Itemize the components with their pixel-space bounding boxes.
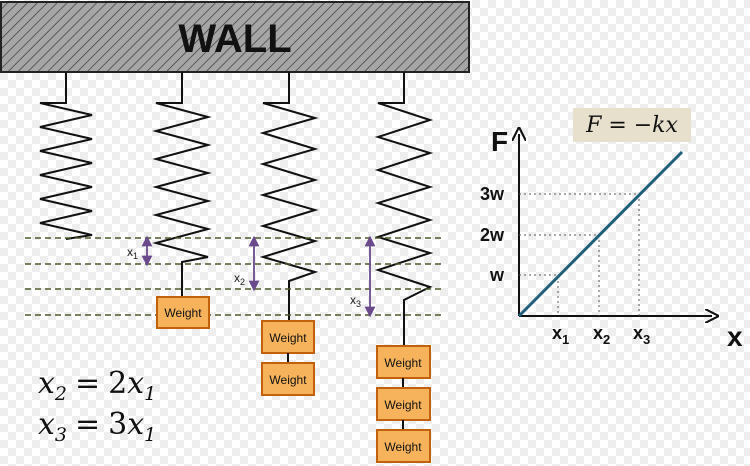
force-displacement-graph: F = −kx F x w 2w 3w x1 x2 x3 xyxy=(480,108,743,352)
wall: WALL xyxy=(0,1,470,73)
x-tick-x2: x2 xyxy=(593,323,610,347)
weight-label: Weight xyxy=(384,398,422,412)
weight-label: Weight xyxy=(269,373,307,387)
equation-x2: x2=2x1 xyxy=(38,366,156,405)
guide-x1 xyxy=(519,274,559,316)
formula-box xyxy=(573,108,691,142)
equation-x3: x3=3x1 xyxy=(38,407,156,446)
x-tick-x1: x1 xyxy=(552,323,569,347)
spring-2 xyxy=(152,72,212,297)
weight-label: Weight xyxy=(164,306,202,320)
weight-block-2: Weight xyxy=(261,320,315,354)
weight-label: Weight xyxy=(384,440,422,454)
displacement-label-x2: x2 xyxy=(234,271,245,287)
y-tick-2w: 2w xyxy=(480,225,505,245)
force-line xyxy=(517,150,684,318)
y-axis-label: F xyxy=(491,126,508,157)
displacement-label-x3: x3 xyxy=(350,293,361,309)
wall-label: WALL xyxy=(178,17,291,61)
weight-block-4: Weight xyxy=(376,345,431,379)
x-axis-label: x xyxy=(727,321,743,352)
spring-3 xyxy=(259,72,319,321)
weight-block-1: Weight xyxy=(156,296,210,329)
hooke-formula: F = −kx xyxy=(585,113,678,138)
spring-1 xyxy=(39,72,93,240)
displacement-label-x1: x1 xyxy=(127,245,138,261)
weight-label: Weight xyxy=(384,356,422,370)
spring-4 xyxy=(374,72,434,346)
y-tick-w: w xyxy=(489,265,505,285)
y-tick-3w: 3w xyxy=(480,184,505,204)
weight-block-3: Weight xyxy=(261,362,315,396)
weight-label: Weight xyxy=(269,331,307,345)
weight-block-6: Weight xyxy=(376,429,431,463)
weight-block-5: Weight xyxy=(376,387,431,421)
x-tick-x3: x3 xyxy=(633,323,650,347)
